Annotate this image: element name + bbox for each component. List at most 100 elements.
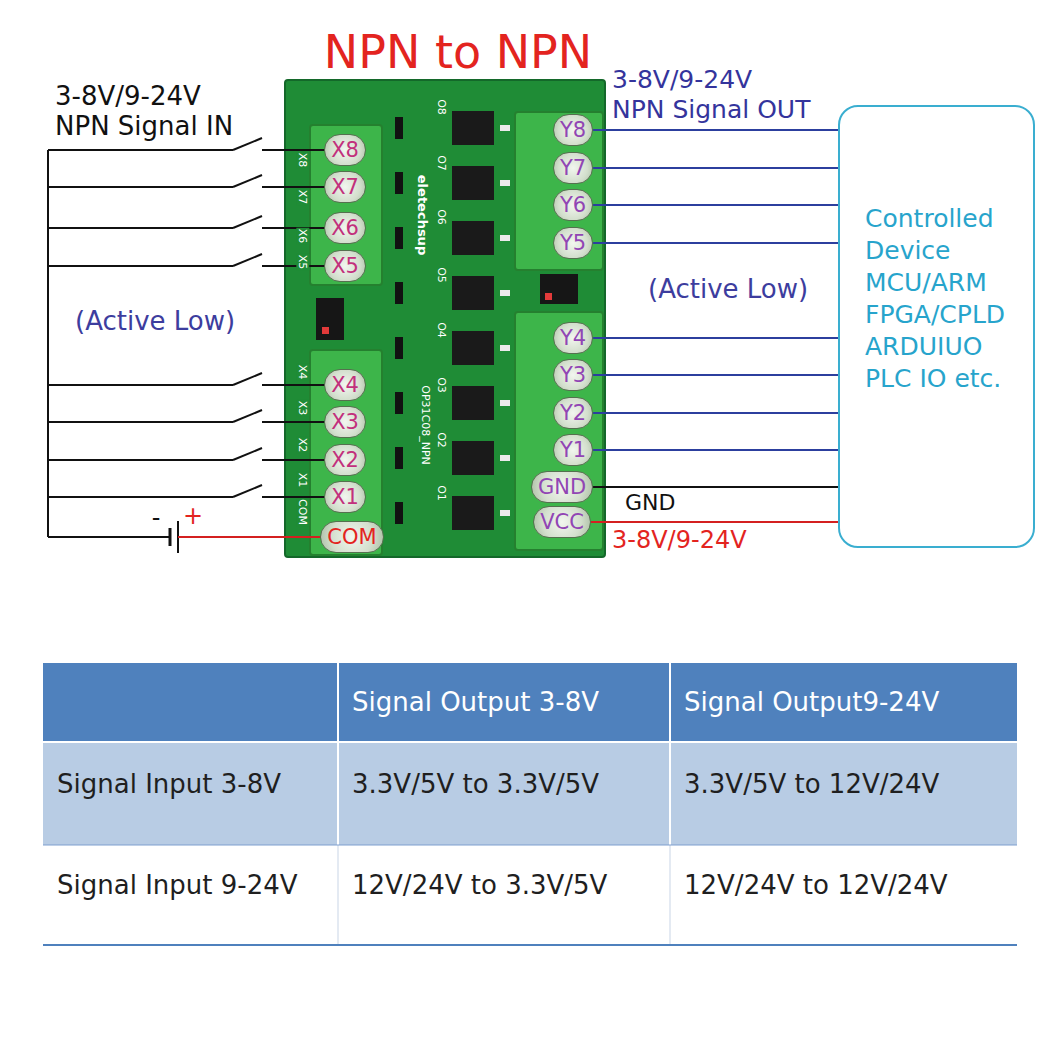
- indicator-led: [545, 293, 552, 300]
- table-cell-holder: Signal Output 3-8V: [352, 688, 599, 718]
- signal-label-holder: +: [183, 503, 203, 531]
- table-cell-holder: 3.3V/5V to 3.3V/5V: [352, 770, 599, 800]
- silkscreen-label-holder: COM: [296, 498, 309, 526]
- signal-label: -: [152, 504, 161, 532]
- switch-lever: [233, 138, 262, 150]
- terminal-screw: Y7: [553, 152, 593, 184]
- optocoupler: [452, 331, 494, 365]
- table-cell: Signal Input 3-8V: [57, 769, 281, 799]
- silkscreen-label-holder: X3: [296, 400, 309, 417]
- terminal-screw: COM: [320, 521, 383, 553]
- silkscreen-label: X2: [296, 437, 309, 454]
- signal-label-holder: NPN Signal IN: [55, 112, 233, 142]
- optocoupler: [452, 441, 494, 475]
- signal-wire: [593, 486, 838, 488]
- device-text: Controlled Device MCU/ARM FPGA/CPLD ARDU…: [865, 203, 1025, 395]
- silkscreen-label-holder: O4: [435, 322, 448, 338]
- signal-label-holder: 3-8V/9-24V: [612, 527, 747, 555]
- smd-resistor: [500, 345, 510, 351]
- table-rule: [43, 944, 1017, 946]
- terminal-label: X7: [331, 177, 359, 198]
- terminal-screw: X8: [324, 134, 366, 166]
- optocoupler: [452, 111, 494, 145]
- silkscreen-label: X4: [296, 364, 309, 381]
- smd-resistor: [500, 235, 510, 241]
- switch-lever: [233, 254, 262, 266]
- table-rule: [670, 845, 671, 945]
- signal-label-holder: GND: [625, 490, 675, 515]
- diagram-title: NPN to NPN: [324, 25, 593, 79]
- indicator-led: [322, 327, 329, 334]
- board-silkscreen: OP31C08_NPN: [419, 385, 432, 465]
- silkscreen-label: X1: [296, 472, 309, 489]
- resistor-array: [395, 117, 403, 139]
- signal-wire: [593, 167, 838, 169]
- signal-wire: [593, 412, 838, 414]
- resistor-array: [395, 392, 403, 414]
- terminal-label: X6: [331, 218, 359, 239]
- signal-wire: [593, 374, 838, 376]
- silkscreen-label-holder: X8: [296, 152, 309, 169]
- terminal-label: VCC: [540, 512, 584, 533]
- terminal-label: X2: [331, 450, 359, 471]
- signal-label: GND: [625, 490, 675, 515]
- signal-wire: [593, 242, 838, 244]
- signal-wire: [591, 521, 838, 523]
- optocoupler: [452, 496, 494, 530]
- terminal-label: Y7: [560, 158, 586, 179]
- terminal-screw: Y6: [553, 189, 593, 221]
- input-wiring: [48, 138, 340, 537]
- terminal-label: X1: [331, 487, 359, 508]
- resistor-array: [395, 227, 403, 249]
- switch-lever: [233, 485, 262, 497]
- silkscreen-label: O6: [435, 209, 448, 225]
- terminal-screw: X4: [324, 369, 366, 401]
- board-silkscreen-holder: OP31C08_NPN: [419, 385, 432, 465]
- wire: [48, 459, 233, 461]
- terminal-screw: Y3: [553, 359, 593, 391]
- silkscreen-label-holder: O3: [435, 377, 448, 393]
- silkscreen-label-holder: X1: [296, 472, 309, 489]
- silkscreen-label: X7: [296, 189, 309, 206]
- silkscreen-label: O5: [435, 267, 448, 283]
- silkscreen-label: O2: [435, 432, 448, 448]
- table-cell: Signal Output9-24V: [684, 687, 939, 717]
- optocoupler: [452, 166, 494, 200]
- table-rule: [337, 663, 339, 845]
- table-cell-holder: 3.3V/5V to 12V/24V: [684, 770, 939, 800]
- terminal-screw: X3: [324, 406, 366, 438]
- switch-lever: [233, 216, 262, 228]
- resistor-array: [395, 282, 403, 304]
- table-rule: [338, 845, 339, 945]
- terminal-label: Y5: [560, 233, 586, 254]
- terminal-label: Y2: [560, 403, 586, 424]
- signal-label: 3-8V/9-24V: [612, 526, 747, 554]
- terminal-label: Y8: [560, 120, 586, 141]
- resistor-array: [395, 337, 403, 359]
- resistor-array: [395, 502, 403, 524]
- silkscreen-label: O3: [435, 377, 448, 393]
- silkscreen-label-holder: X6: [296, 228, 309, 245]
- silkscreen-label-holder: X4: [296, 364, 309, 381]
- terminal-label: Y3: [560, 365, 586, 386]
- table-rule: [43, 845, 1017, 846]
- silkscreen-label-holder: O7: [435, 155, 448, 171]
- supply-wire: [178, 536, 340, 538]
- signal-wire: [593, 337, 838, 339]
- diagram-title-holder: NPN to NPN: [324, 26, 593, 79]
- silkscreen-label: COM: [296, 498, 309, 526]
- signal-label-holder: 3-8V/9-24V: [612, 66, 752, 95]
- wire: [48, 384, 233, 386]
- terminal-label: X8: [331, 140, 359, 161]
- signal-wire: [593, 204, 838, 206]
- signal-label-holder: 3-8V/9-24V: [55, 82, 201, 112]
- board-silkscreen-holder: eletechsup: [415, 175, 430, 255]
- battery-plate: [169, 528, 172, 546]
- wire: [48, 186, 233, 188]
- table-cell: 3.3V/5V to 3.3V/5V: [352, 769, 599, 799]
- common-bus: [47, 150, 49, 537]
- terminal-label: Y4: [560, 328, 586, 349]
- silkscreen-label: O7: [435, 155, 448, 171]
- table-row: [43, 845, 1017, 945]
- smd-resistor: [500, 400, 510, 406]
